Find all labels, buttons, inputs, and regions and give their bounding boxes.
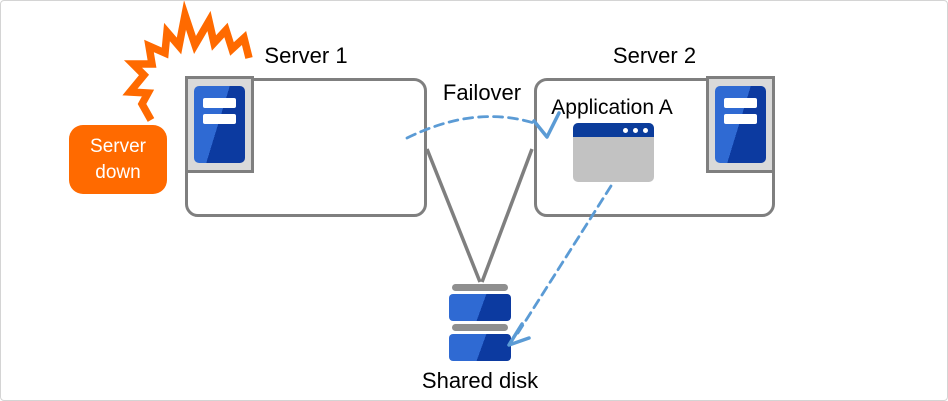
server-down-badge: Server down [69,125,167,194]
disk-bar [452,284,508,291]
server1-tower-panel [185,76,254,173]
failover-arrowhead-icon [532,111,561,139]
disk-platter [449,294,511,321]
server2-label: Server 2 [612,43,697,68]
shared-disk-icon [448,284,512,361]
server-down-label: Server down [90,135,146,183]
server2-tower-panel [706,76,775,173]
app-to-disk-arrow [514,184,613,338]
app-window-icon [573,123,654,182]
burst-icon [122,1,253,122]
window-dot-icon [633,128,638,133]
server1-label: Server 1 [264,43,348,68]
failover-label: Failover [442,80,522,105]
server1-storage-line [425,148,482,283]
server-slot [203,114,236,124]
server-slot [724,98,757,108]
server2-storage-line [480,148,534,283]
server-tower-icon [715,86,766,163]
app-to-disk-arrowhead-icon [507,322,531,347]
window-dot-icon [623,128,628,133]
disk-bar [452,324,508,331]
failover-arrow [405,115,539,140]
application-label: Application A [551,96,673,119]
server-slot [724,114,757,124]
shared-disk-label: Shared disk [421,368,539,393]
server-tower-icon [194,86,245,163]
app-window-titlebar [573,123,654,137]
server-slot [203,98,236,108]
window-dot-icon [643,128,648,133]
disk-platter [449,334,511,361]
